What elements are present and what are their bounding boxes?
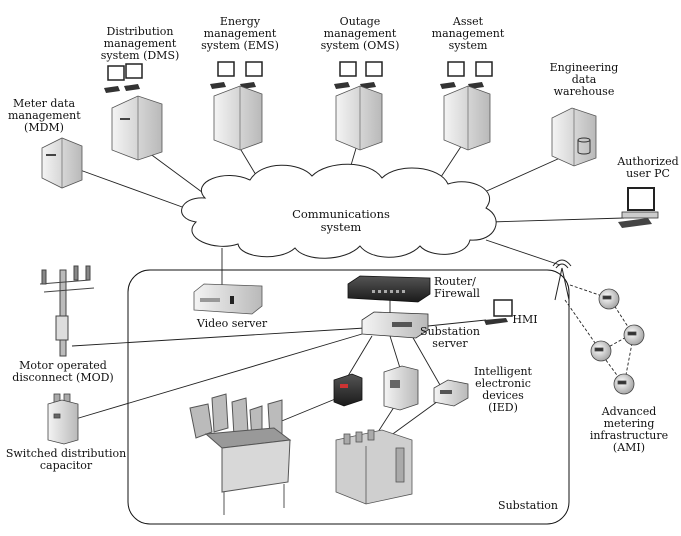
mod-label-line2: disconnect (MOD) [12, 371, 114, 384]
video-label: Video server [192, 318, 272, 330]
oms-label-line1: Outage [339, 15, 381, 28]
link-dms [144, 149, 211, 199]
substation-server [361, 311, 429, 339]
cloud-label-line1: Communications [292, 207, 390, 221]
dms-label-line1: Distribution [106, 25, 174, 38]
ied-label-line1: Intelligent [474, 365, 532, 378]
asset-label-line2: management [431, 27, 505, 40]
warehouse-label-line2: data [571, 73, 597, 86]
cloud-label-line2: system [320, 220, 362, 234]
communications-cloud [181, 163, 497, 259]
link-ied2 [389, 335, 401, 369]
warehouse-label-line1: Engineering [549, 61, 619, 74]
link-ami [485, 239, 561, 266]
router-firewall [347, 275, 431, 303]
warehouse-server [551, 107, 597, 167]
ami-label-line4: (AMI) [612, 441, 646, 454]
link-ied1 [344, 335, 373, 382]
ems-workstation [210, 61, 263, 151]
ami-label-line2: metering [603, 417, 655, 430]
ied-label: Intelligent electronic devices (IED) [470, 366, 536, 414]
user-pc [618, 187, 659, 228]
capacitor-label: Switched distribution capacitor [4, 448, 128, 472]
hmi-terminal [484, 299, 513, 325]
circuit-breaker [189, 393, 292, 515]
substation-boundary [127, 269, 570, 525]
hmi-label: HMI [510, 314, 540, 326]
ied-label-line2: electronic [475, 377, 531, 390]
dms-label-line2: management [103, 37, 177, 50]
oms-label-line3: system (OMS) [320, 39, 400, 52]
ami-label: Advanced metering infrastructure (AMI) [584, 406, 674, 454]
video-label-line1: Video server [196, 317, 268, 330]
link-ied3 [411, 335, 441, 386]
cloud-label: Communications system [286, 208, 396, 234]
ied-label-line3: devices [482, 389, 524, 402]
subserver-label-line1: Substation [420, 325, 480, 338]
userpc-label-line2: user PC [626, 167, 670, 180]
router-label-line1: Router/ [434, 275, 476, 288]
dms-label: Distribution management system (DMS) [100, 26, 180, 62]
router-label: Router/ Firewall [434, 276, 484, 300]
substation-label: Substation [496, 500, 560, 512]
capacitor-label-line1: Switched distribution [5, 447, 127, 460]
oms-label-line2: management [323, 27, 397, 40]
subserver-label: Substation server [418, 326, 482, 350]
warehouse-label-line3: warehouse [553, 85, 615, 98]
subserver-label-line2: server [432, 337, 468, 350]
capacitor-unit [47, 393, 79, 445]
mod-pole [39, 265, 95, 357]
mdm-label-line2: management [8, 109, 81, 122]
userpc-label: Authorized user PC [616, 156, 680, 180]
link-mod [71, 327, 366, 347]
mdm-server [41, 137, 83, 189]
link-userpc [489, 217, 625, 223]
ami-meters [590, 288, 645, 395]
oms-label: Outage management system (OMS) [320, 16, 400, 52]
dms-workstation [104, 63, 163, 161]
substation-label-line1: Substation [498, 499, 558, 512]
ied-devices [333, 365, 469, 411]
mod-label: Motor operated disconnect (MOD) [8, 360, 118, 384]
ami-label-line3: infrastructure [589, 429, 669, 442]
ied-label-line4: (IED) [488, 401, 518, 414]
ems-label: Energy management system (EMS) [200, 16, 280, 52]
warehouse-label: Engineering data warehouse [544, 62, 624, 98]
asset-label-line3: system [448, 39, 488, 52]
userpc-label-line1: Authorized [617, 155, 679, 168]
asset-workstation [440, 61, 493, 151]
oms-workstation [334, 61, 383, 151]
power-transformer [335, 429, 413, 505]
capacitor-label-line2: capacitor [39, 459, 93, 472]
video-server [193, 283, 263, 315]
ems-label-line3: system (EMS) [201, 39, 279, 52]
ems-label-line2: management [203, 27, 277, 40]
asset-label-line1: Asset [452, 15, 484, 28]
hmi-label-line1: HMI [512, 313, 538, 326]
mdm-label: Meter data management (MDM) [8, 97, 81, 134]
mod-label-line1: Motor operated [19, 359, 107, 372]
ami-label-line1: Advanced [601, 405, 657, 418]
link-hmi [427, 319, 487, 327]
link-warehouse [479, 157, 561, 195]
mdm-label-line1: Meter data [12, 97, 76, 110]
asset-label: Asset management system [428, 16, 508, 52]
mdm-label-line3: (MDM) [24, 121, 64, 134]
ems-label-line1: Energy [219, 15, 261, 28]
dms-label-line3: system (DMS) [100, 49, 180, 62]
link-capacitor [71, 333, 363, 421]
link-mdm [79, 169, 197, 213]
ami-antenna-icon [552, 259, 572, 301]
router-label-line2: Firewall [434, 287, 480, 300]
